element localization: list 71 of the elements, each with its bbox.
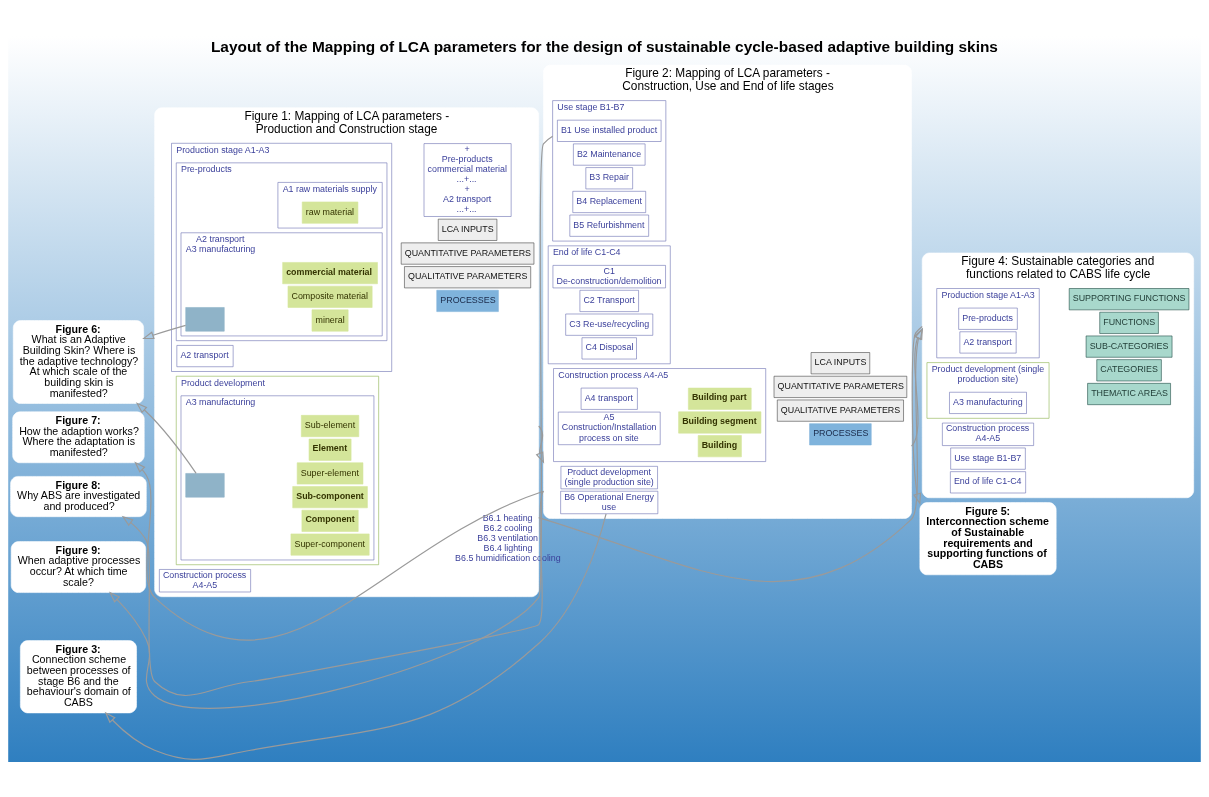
node-box: PROCESSES [809,422,872,445]
node-box: C3 Re-use/recycling [565,313,654,336]
node-box: Product development (single production site) [560,465,658,489]
node-box: Super-element [296,461,364,484]
node-box: PROCESSES [436,289,499,312]
node-box: QUALITATIVE PARAMETERS [777,399,904,422]
node-box: Construction process A4-A5 [159,568,251,592]
arrow [911,325,923,505]
arrow [910,327,924,447]
arrow [538,327,923,582]
node-box: A3 manufacturing [949,391,1027,414]
node-box: LCA INPUTS [437,218,498,241]
arrow [108,135,554,708]
node-box: Use stage B1-B7 [950,447,1026,470]
diagram-title: Layout of the Mapping of LCA parameters for the design of sustainable cycle-based adaptive building skins [210,37,998,55]
node-box: A2 transport [959,331,1017,353]
node-box [185,306,225,331]
node-box: THEMATIC AREAS [1087,382,1171,405]
node-box: B4 Replacement [572,190,646,213]
node-box: B5 Refurbishment [569,214,649,237]
arrow [142,324,187,339]
node-box: B6 Operational Energy use [560,490,659,514]
node-box: CATEGORIES [1096,358,1162,381]
arrow [134,461,545,641]
node-box: Figure 3: Connection scheme between processes of stage B6 and the behaviour's domain of CABS [20,639,137,713]
node-box: QUANTITATIVE PARAMETERS [773,375,908,398]
node-box: Building segment [678,411,762,433]
node-box: Figure 8: Why ABS are investigated and produced? [10,475,147,517]
node-box: commercial material [282,261,378,284]
node-box: A4 transport [580,387,638,410]
node-box: End of life C1-C4 [950,470,1026,493]
node-box: Figure 6: What is an Adaptive Building Skin? Where is the adaptive technology? At which scale of the building skin is manifested? [12,319,144,404]
node-label: B6.4 lighting [483,542,533,553]
node-label: B6.1 heating [482,512,533,523]
node-box: Building part [688,387,752,410]
node-box: Figure 7: How the adaption works? Where the adaptation is manifested? [12,411,145,463]
node-box: mineral [311,309,349,331]
node-box: QUALITATIVE PARAMETERS [404,265,531,288]
node-box: Composite material [287,285,373,308]
node-box [185,472,225,497]
node-box: C1 De-construction/demolition [552,264,666,288]
node-box: Sub-component [292,485,368,508]
node-label: B6.3 ventilation [477,532,539,543]
node-box: + Pre-products commercial material ...+... + A2 transport ...+... [423,142,512,217]
node-box: C2 Transport [579,289,639,312]
node-box: Sub-element [301,414,360,437]
node-box: Component [301,509,359,532]
node-box: Pre-products [958,307,1018,330]
node-box: SUB-CATEGORIES [1085,335,1173,358]
node-label: B6.2 cooling [483,522,533,533]
node-box: A5 Construction/Installation process on site [557,411,661,445]
arrow [104,512,607,760]
node-box: LCA INPUTS [810,351,871,374]
node-box: Figure 9: When adaptive processes occur? At which time scale? [10,540,146,593]
node-box: Building [697,434,742,457]
node-box: Super-component [290,533,370,556]
node-box: C4 Disposal [581,336,637,359]
node-box: SUPPORTING FUNCTIONS [1068,287,1190,310]
node-box: raw material [301,201,359,224]
node-box: Figure 5: Interconnection scheme of Sustainable requirements and supporting functions of CABS [919,501,1057,575]
arrow [135,401,197,474]
node-box: Element [308,438,352,461]
arrow [535,424,545,464]
node-box: Construction process A4-A5 [942,422,1034,446]
arrow [121,490,545,696]
node-box: QUANTITATIVE PARAMETERS [400,242,535,264]
node-box: FUNCTIONS [1099,311,1159,334]
node-box: B1 Use installed product [557,119,662,142]
node-box: A2 transport [176,344,234,367]
node-box: B2 Maintenance [573,143,646,165]
node-box: B3 Repair [585,166,633,189]
